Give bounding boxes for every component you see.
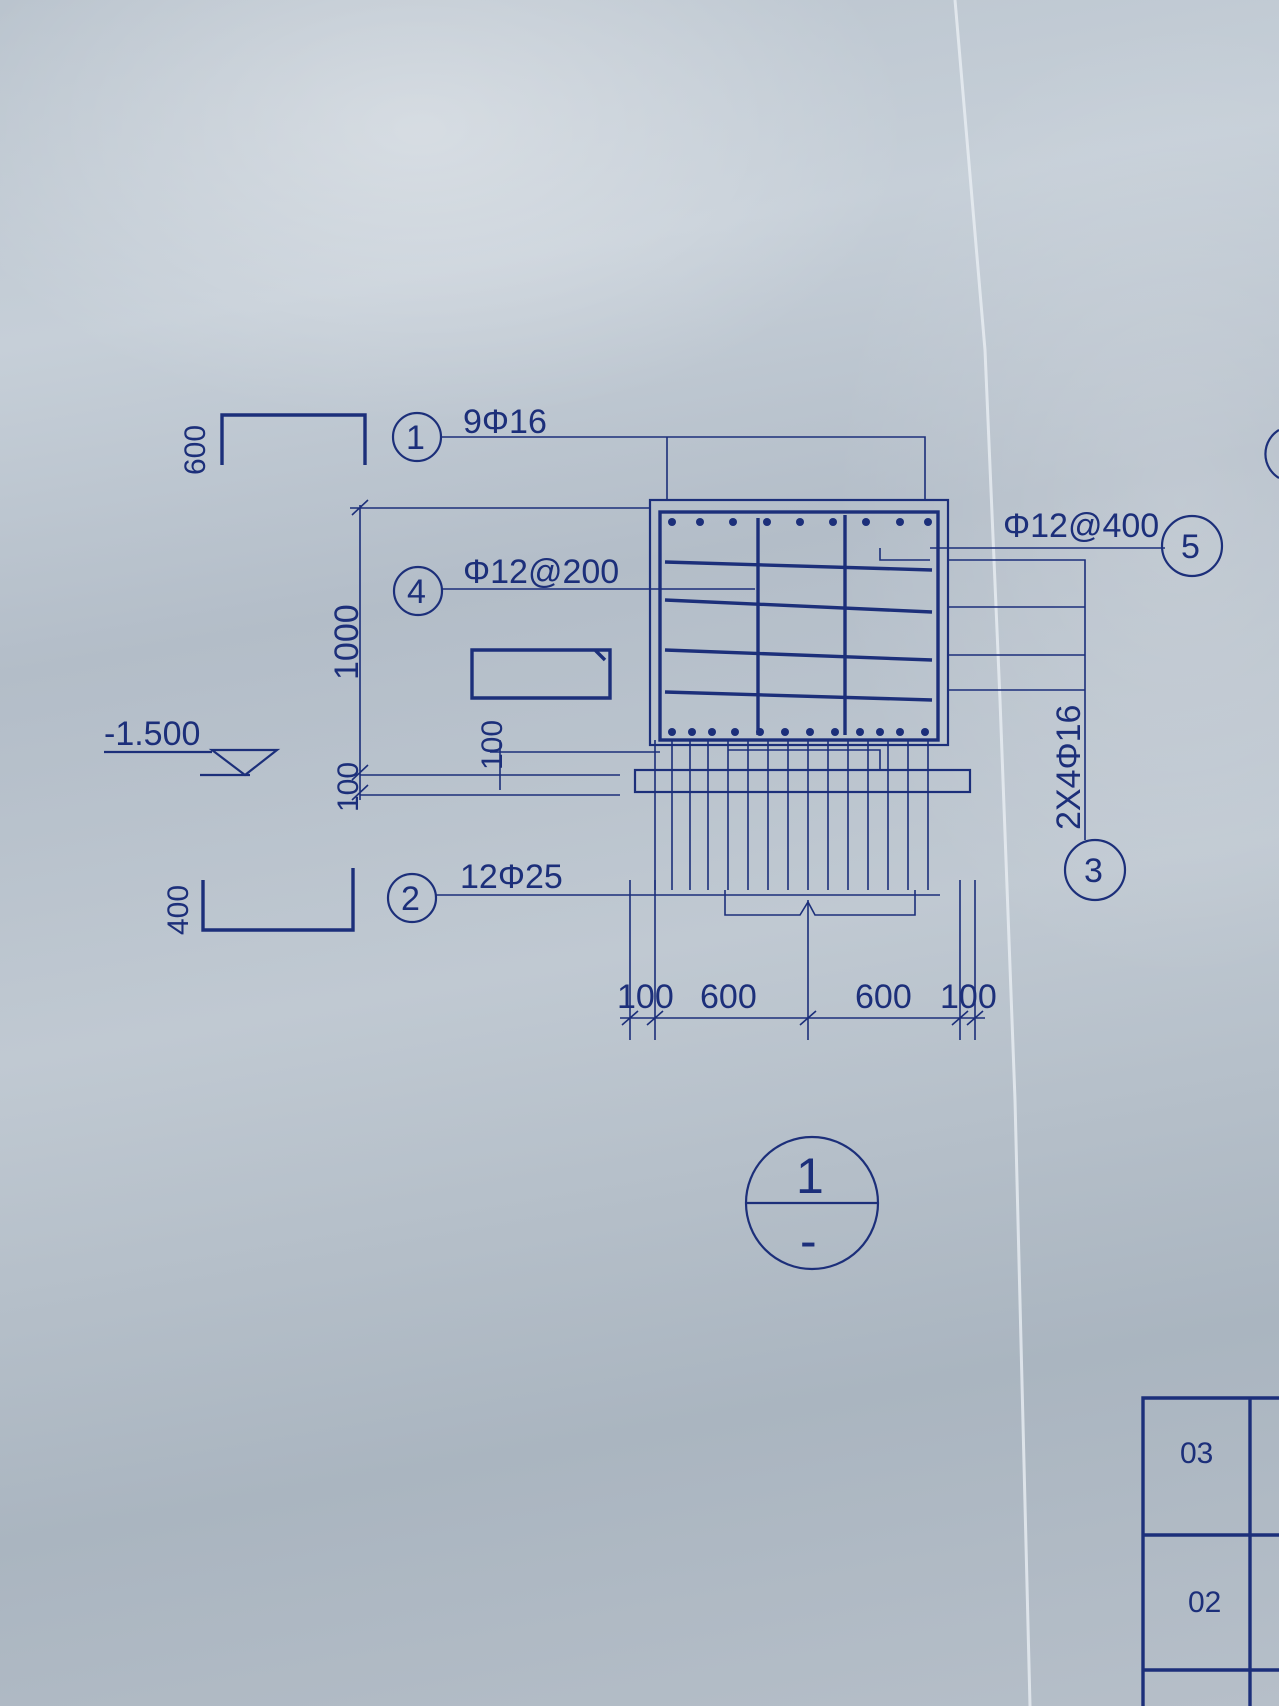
height-dim-line xyxy=(350,499,650,801)
bar4-stirrup-shape xyxy=(470,648,612,700)
section-symbol-number: 1 xyxy=(796,1148,824,1204)
elevation-symbol xyxy=(104,748,281,777)
beam-section-stirrup xyxy=(658,510,940,742)
bar2-callout-circle xyxy=(386,872,438,924)
bar1-shape xyxy=(220,413,367,465)
bar4-spec: Φ12@200 xyxy=(463,553,619,591)
bar2-shape xyxy=(201,868,355,932)
width-dim-2: 600 xyxy=(700,978,757,1016)
bar5-leader xyxy=(879,547,1165,561)
anchor-bottom-bracket xyxy=(724,890,916,916)
bar2-spec: 12Φ25 xyxy=(460,858,563,896)
bar3-leader xyxy=(948,559,1086,840)
bar4-callout-circle xyxy=(392,565,444,617)
bar2-callout-number: 2 xyxy=(401,880,420,918)
bottom-dim-left: 100 xyxy=(332,762,365,812)
bar2-shape-dim: 400 xyxy=(162,885,195,935)
bar5-callout-circle xyxy=(1160,514,1224,578)
bottom-dim-mid: 100 xyxy=(476,720,509,770)
width-dim-3: 600 xyxy=(855,978,912,1016)
offscreen-callout-circle xyxy=(1264,429,1279,479)
table-row-2: 02 xyxy=(1188,1586,1221,1619)
base-plate xyxy=(633,768,972,794)
bar1-callout-number: 1 xyxy=(406,419,425,457)
bar5-spec: Φ12@400 xyxy=(1003,507,1159,545)
section-vertical-ties xyxy=(756,515,847,735)
elevation-text: -1.500 xyxy=(104,715,200,753)
bottom-dim-lines xyxy=(360,740,660,796)
bar3-callout-circle xyxy=(1063,838,1127,902)
bar5-callout-number: 5 xyxy=(1181,528,1200,566)
height-dim-text: 1000 xyxy=(328,604,366,680)
bar1-spec: 9Φ16 xyxy=(463,403,547,441)
bar3-spec: 2X4Φ16 xyxy=(1050,705,1088,830)
width-dim-4: 100 xyxy=(940,978,997,1016)
section-symbol-sub: - xyxy=(800,1213,817,1269)
section-horizontal-bars xyxy=(664,560,933,702)
table-row-1: 03 xyxy=(1180,1437,1213,1470)
paper-fold xyxy=(953,0,1032,1706)
bottom-bar-dots xyxy=(668,728,929,736)
bar1-leader xyxy=(441,436,926,500)
width-dim-1: 100 xyxy=(617,978,674,1016)
title-block-table xyxy=(1141,1396,1279,1706)
anchor-bars xyxy=(654,740,929,890)
bar1-shape-dim: 600 xyxy=(179,425,212,475)
beam-section-outer xyxy=(648,498,950,747)
width-dim-line xyxy=(620,880,985,1040)
bar3-callout-number: 3 xyxy=(1084,852,1103,890)
top-bar-dots xyxy=(668,518,932,526)
bar4-callout-number: 4 xyxy=(407,573,426,611)
